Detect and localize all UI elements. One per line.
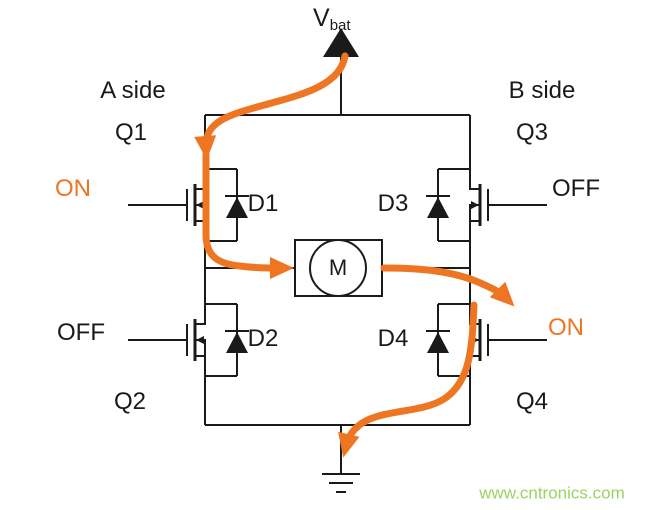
motor-label: M xyxy=(328,255,348,280)
q2-state-badge: OFF xyxy=(57,319,105,346)
mosfet-q4 xyxy=(468,302,549,378)
d1-label: D1 xyxy=(247,190,279,217)
watermark: www.cntronics.com xyxy=(479,483,625,503)
a-side-label: A side xyxy=(100,77,166,104)
diode-d3 xyxy=(425,168,471,242)
battery-terminal-icon xyxy=(323,28,359,57)
q4-state-badge: ON xyxy=(548,314,584,341)
vbat-label: Vbat xyxy=(313,4,351,34)
q3-state-badge: OFF xyxy=(552,175,600,202)
b-side-label: B side xyxy=(508,77,576,104)
q4-label: Q4 xyxy=(515,388,549,415)
q2-label: Q2 xyxy=(113,388,147,415)
mosfet-q2 xyxy=(126,302,207,378)
vbat-symbol: V xyxy=(313,4,330,32)
d2-label: D2 xyxy=(247,325,279,352)
d3-label: D3 xyxy=(377,190,409,217)
diode-d2 xyxy=(204,303,250,377)
mosfet-q1 xyxy=(126,167,207,243)
q3-label: Q3 xyxy=(515,119,549,146)
ground-icon xyxy=(322,473,360,493)
current-flow-path xyxy=(194,52,515,458)
diode-d1 xyxy=(204,168,250,242)
q1-state-badge: ON xyxy=(55,175,91,202)
q1-label: Q1 xyxy=(114,119,148,146)
mosfet-q3 xyxy=(468,167,549,243)
diode-d4 xyxy=(425,303,471,377)
d4-label: D4 xyxy=(377,325,409,352)
vbat-subscript: bat xyxy=(329,17,351,34)
